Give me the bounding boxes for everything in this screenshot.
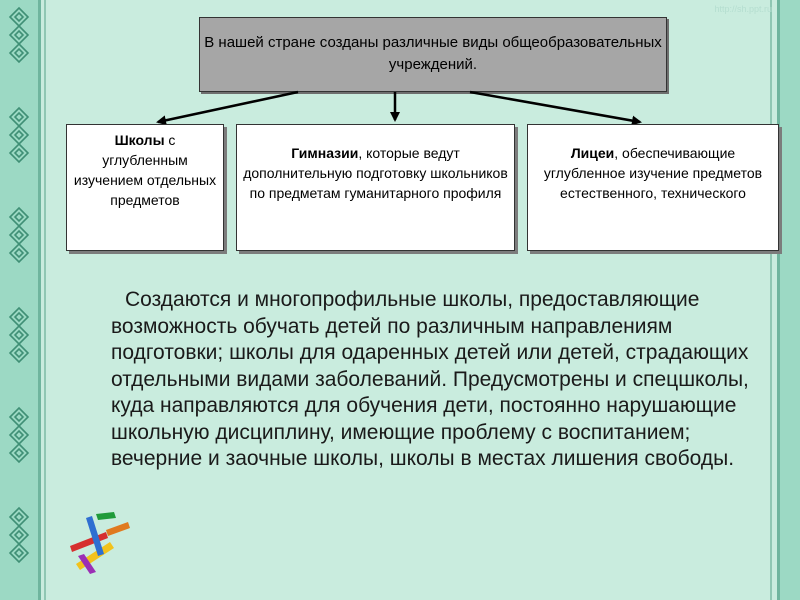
left-border — [0, 0, 41, 600]
watermark: http://sh.ppt.ru — [714, 4, 772, 14]
right-border — [777, 0, 800, 600]
diamond-lattice-ornament-icon — [8, 6, 30, 563]
main-paragraph: Создаются и многопрофильные школы, предо… — [111, 287, 751, 473]
right-inner-rule — [770, 0, 772, 600]
box-gymnasiums-text: , которые ведут дополнительную подготовк… — [243, 145, 508, 201]
box-gymnasiums-title: Гимназии — [291, 145, 359, 161]
top-box: В нашей стране созданы различные виды об… — [199, 17, 667, 92]
box-lyceums-text: , обеспечивающие углубленное изучение пр… — [543, 145, 763, 201]
box-schools-title: Школы — [114, 132, 165, 148]
left-inner-rule — [44, 0, 46, 600]
box-schools-text: с углубленным изучением отдельных предме… — [73, 132, 217, 208]
box-lyceums-title: Лицеи — [570, 145, 615, 161]
main-paragraph-text: Создаются и многопрофильные школы, предо… — [111, 288, 749, 470]
top-box-text: В нашей стране созданы различные виды об… — [204, 34, 662, 73]
box-schools: Школы с углубленным изучением отдельных … — [66, 124, 224, 251]
box-gymnasiums: Гимназии, которые ведут дополнительную п… — [236, 124, 515, 251]
arrow-left — [156, 90, 299, 126]
box-lyceums: Лицеи, обеспечивающие углубленное изучен… — [527, 124, 779, 251]
pencils-decoration-icon — [70, 512, 130, 574]
arrow-right — [469, 90, 642, 126]
